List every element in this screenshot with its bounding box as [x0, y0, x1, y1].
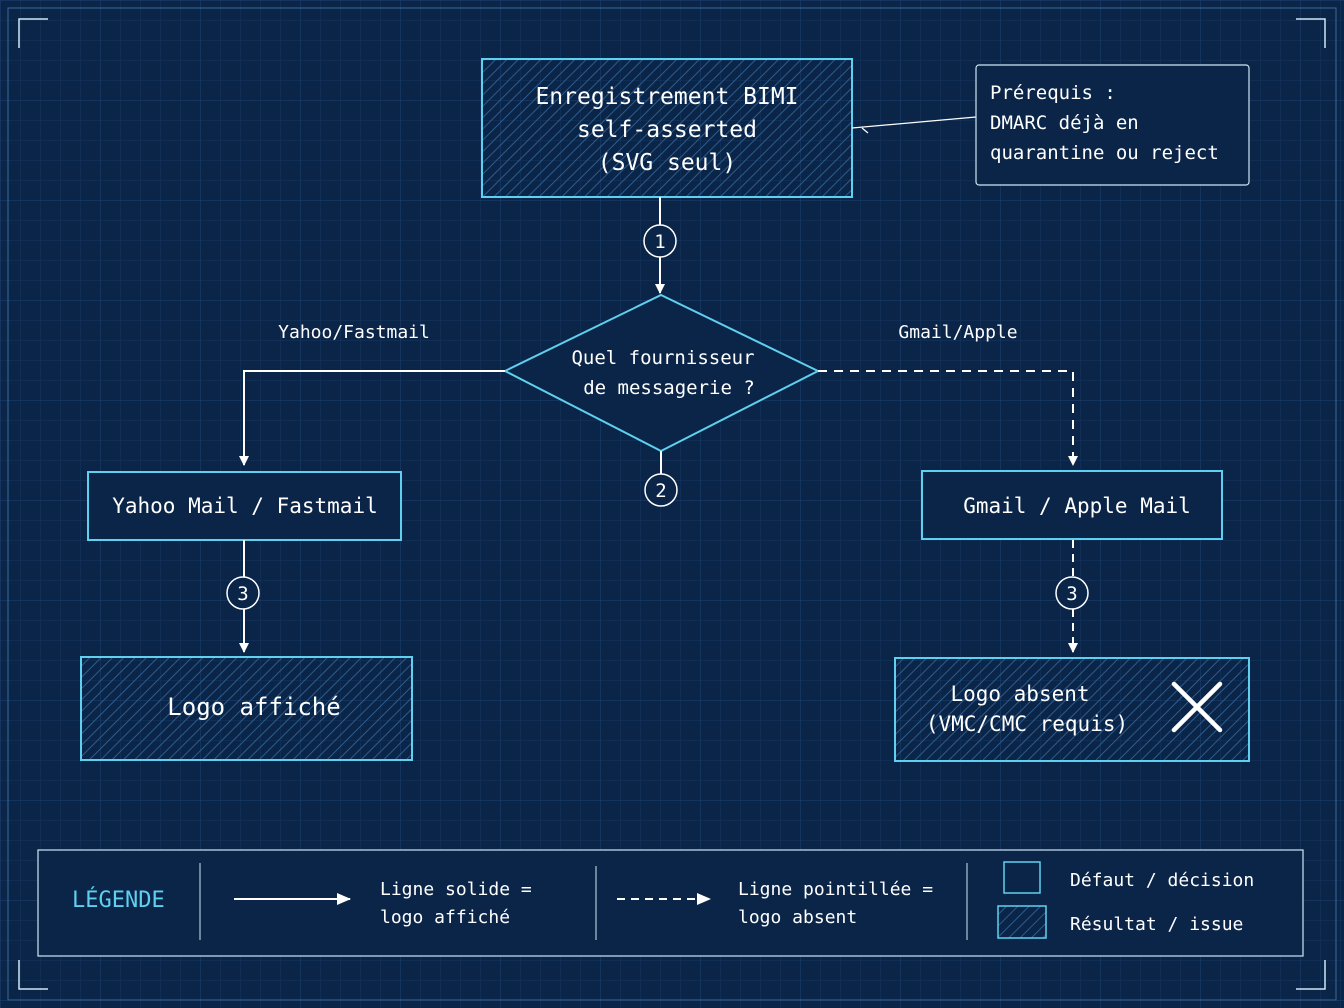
yahoo-node-label: Yahoo Mail / Fastmail — [112, 494, 378, 518]
step-badge-3-right: 3 — [1055, 576, 1089, 610]
x-mark-icon — [1171, 681, 1223, 733]
legend-result-label: Résultat / issue — [1070, 914, 1243, 935]
yahoo-node: Yahoo Mail / Fastmail — [87, 471, 402, 541]
logo-shown-node: Logo affiché — [80, 656, 413, 761]
logo-absent-node: Logo absent (VMC/CMC requis) — [894, 657, 1250, 762]
gmail-node-label: Gmail / Apple Mail — [963, 494, 1191, 518]
decision-line-2: de messagerie ? — [583, 377, 755, 399]
note-line-3: quarantine ou reject — [990, 142, 1219, 164]
step-badge-1-label: 1 — [654, 231, 665, 253]
legend-solid-line-1: Ligne solide = — [380, 879, 532, 900]
legend-solid-line-2: logo affiché — [380, 907, 510, 928]
start-node-line-1: Enregistrement BIMI — [535, 84, 798, 110]
note-connector — [851, 116, 977, 129]
note-line-1: Prérequis : — [990, 82, 1116, 104]
step-badge-1: 1 — [643, 224, 677, 258]
yahoo-branch-label: Yahoo/Fastmail — [278, 322, 430, 343]
logo-absent-line-2: (VMC/CMC requis) — [926, 712, 1128, 736]
legend-default-label: Défaut / décision — [1070, 870, 1254, 891]
decision-node: Quel fournisseur de messagerie ? — [502, 293, 821, 453]
legend-result-swatch — [997, 905, 1047, 939]
legend-dashed-line-2: logo absent — [738, 907, 857, 928]
gmail-branch-label: Gmail/Apple — [898, 322, 1017, 343]
note-connector-tick — [861, 127, 869, 134]
prerequisite-note: Prérequis : DMARC déjà en quarantine ou … — [975, 64, 1250, 186]
outer-frame — [7, 7, 1337, 1001]
start-node-line-3: (SVG seul) — [598, 150, 736, 176]
start-node-line-2: self-asserted — [577, 117, 757, 143]
note-line-2: DMARC déjà en — [990, 112, 1139, 134]
edge-decision-to-gmail — [818, 370, 1078, 466]
gmail-node: Gmail / Apple Mail — [921, 470, 1223, 540]
legend-title: LÉGENDE — [72, 887, 165, 913]
start-node: Enregistrement BIMI self-asserted (SVG s… — [481, 58, 853, 198]
step-badge-3-right-label: 3 — [1066, 583, 1077, 605]
decision-line-1: Quel fournisseur — [571, 347, 754, 369]
step-badge-2: 2 — [644, 473, 678, 507]
logo-shown-label: Logo affiché — [167, 693, 340, 721]
edge-decision-to-yahoo — [239, 370, 505, 466]
step-badge-3-left-label: 3 — [237, 583, 248, 605]
logo-absent-line-1: Logo absent — [950, 682, 1089, 706]
legend-dashed-line-1: Ligne pointillée = — [738, 879, 933, 900]
step-badge-2-label: 2 — [655, 480, 666, 502]
legend-default-swatch — [1003, 861, 1041, 894]
legend: LÉGENDE Ligne solide = logo affiché Lign… — [37, 849, 1304, 957]
step-badge-3-left: 3 — [226, 576, 260, 610]
corner-brackets — [18, 18, 1326, 990]
